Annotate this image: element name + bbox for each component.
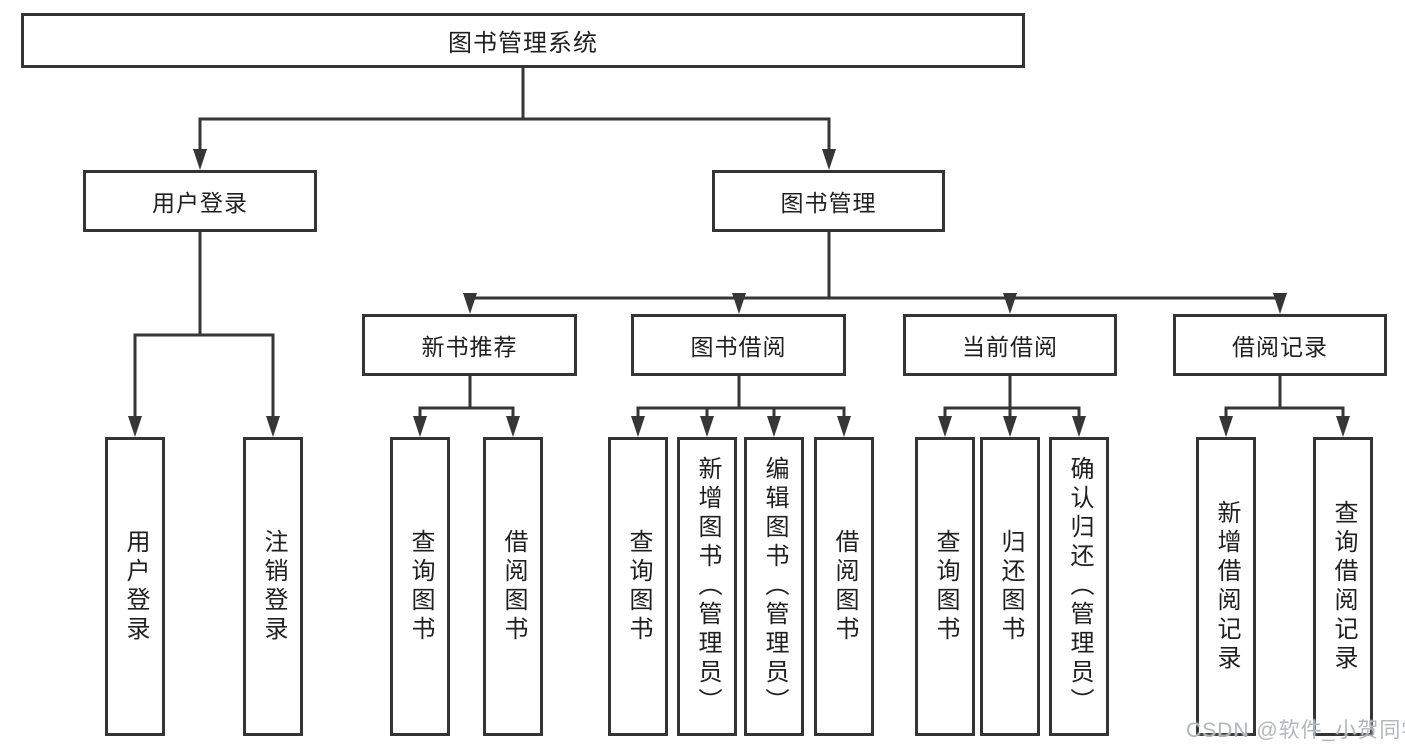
watermark: CSDN @软件_小贺同学	[1186, 719, 1405, 742]
leaf-records-query-borrow-record: 查询借阅记录	[1313, 437, 1373, 736]
leaf-user-login: 用户登录	[105, 437, 165, 736]
leaf-current-return-books: 归还图书	[980, 437, 1040, 736]
leaf-records-add-borrow-record: 新增借阅记录	[1196, 437, 1256, 736]
node-book-management: 图书管理	[712, 170, 945, 232]
leaf-borrowing-query-books: 查询图书	[608, 437, 668, 736]
leaf-current-query-books: 查询图书	[915, 437, 975, 736]
node-user-login: 用户登录	[83, 170, 317, 232]
node-library-management-system: 图书管理系统	[21, 13, 1025, 68]
leaf-borrowing-borrow-books: 借阅图书	[814, 437, 874, 736]
leaf-recommend-borrow-books: 借阅图书	[483, 437, 543, 736]
node-current-borrowing: 当前借阅	[903, 314, 1117, 376]
leaf-current-confirm-return-admin: 确认归还（管理员）	[1049, 437, 1109, 736]
node-new-book-recommendation: 新书推荐	[362, 314, 577, 376]
node-book-borrowing: 图书借阅	[631, 314, 846, 376]
leaf-logout: 注销登录	[243, 437, 303, 736]
leaf-recommend-query-books: 查询图书	[390, 437, 450, 736]
leaf-borrowing-add-books-admin: 新增图书（管理员）	[677, 437, 737, 736]
node-borrowing-records: 借阅记录	[1173, 314, 1387, 376]
leaf-borrowing-edit-books-admin: 编辑图书（管理员）	[744, 437, 804, 736]
